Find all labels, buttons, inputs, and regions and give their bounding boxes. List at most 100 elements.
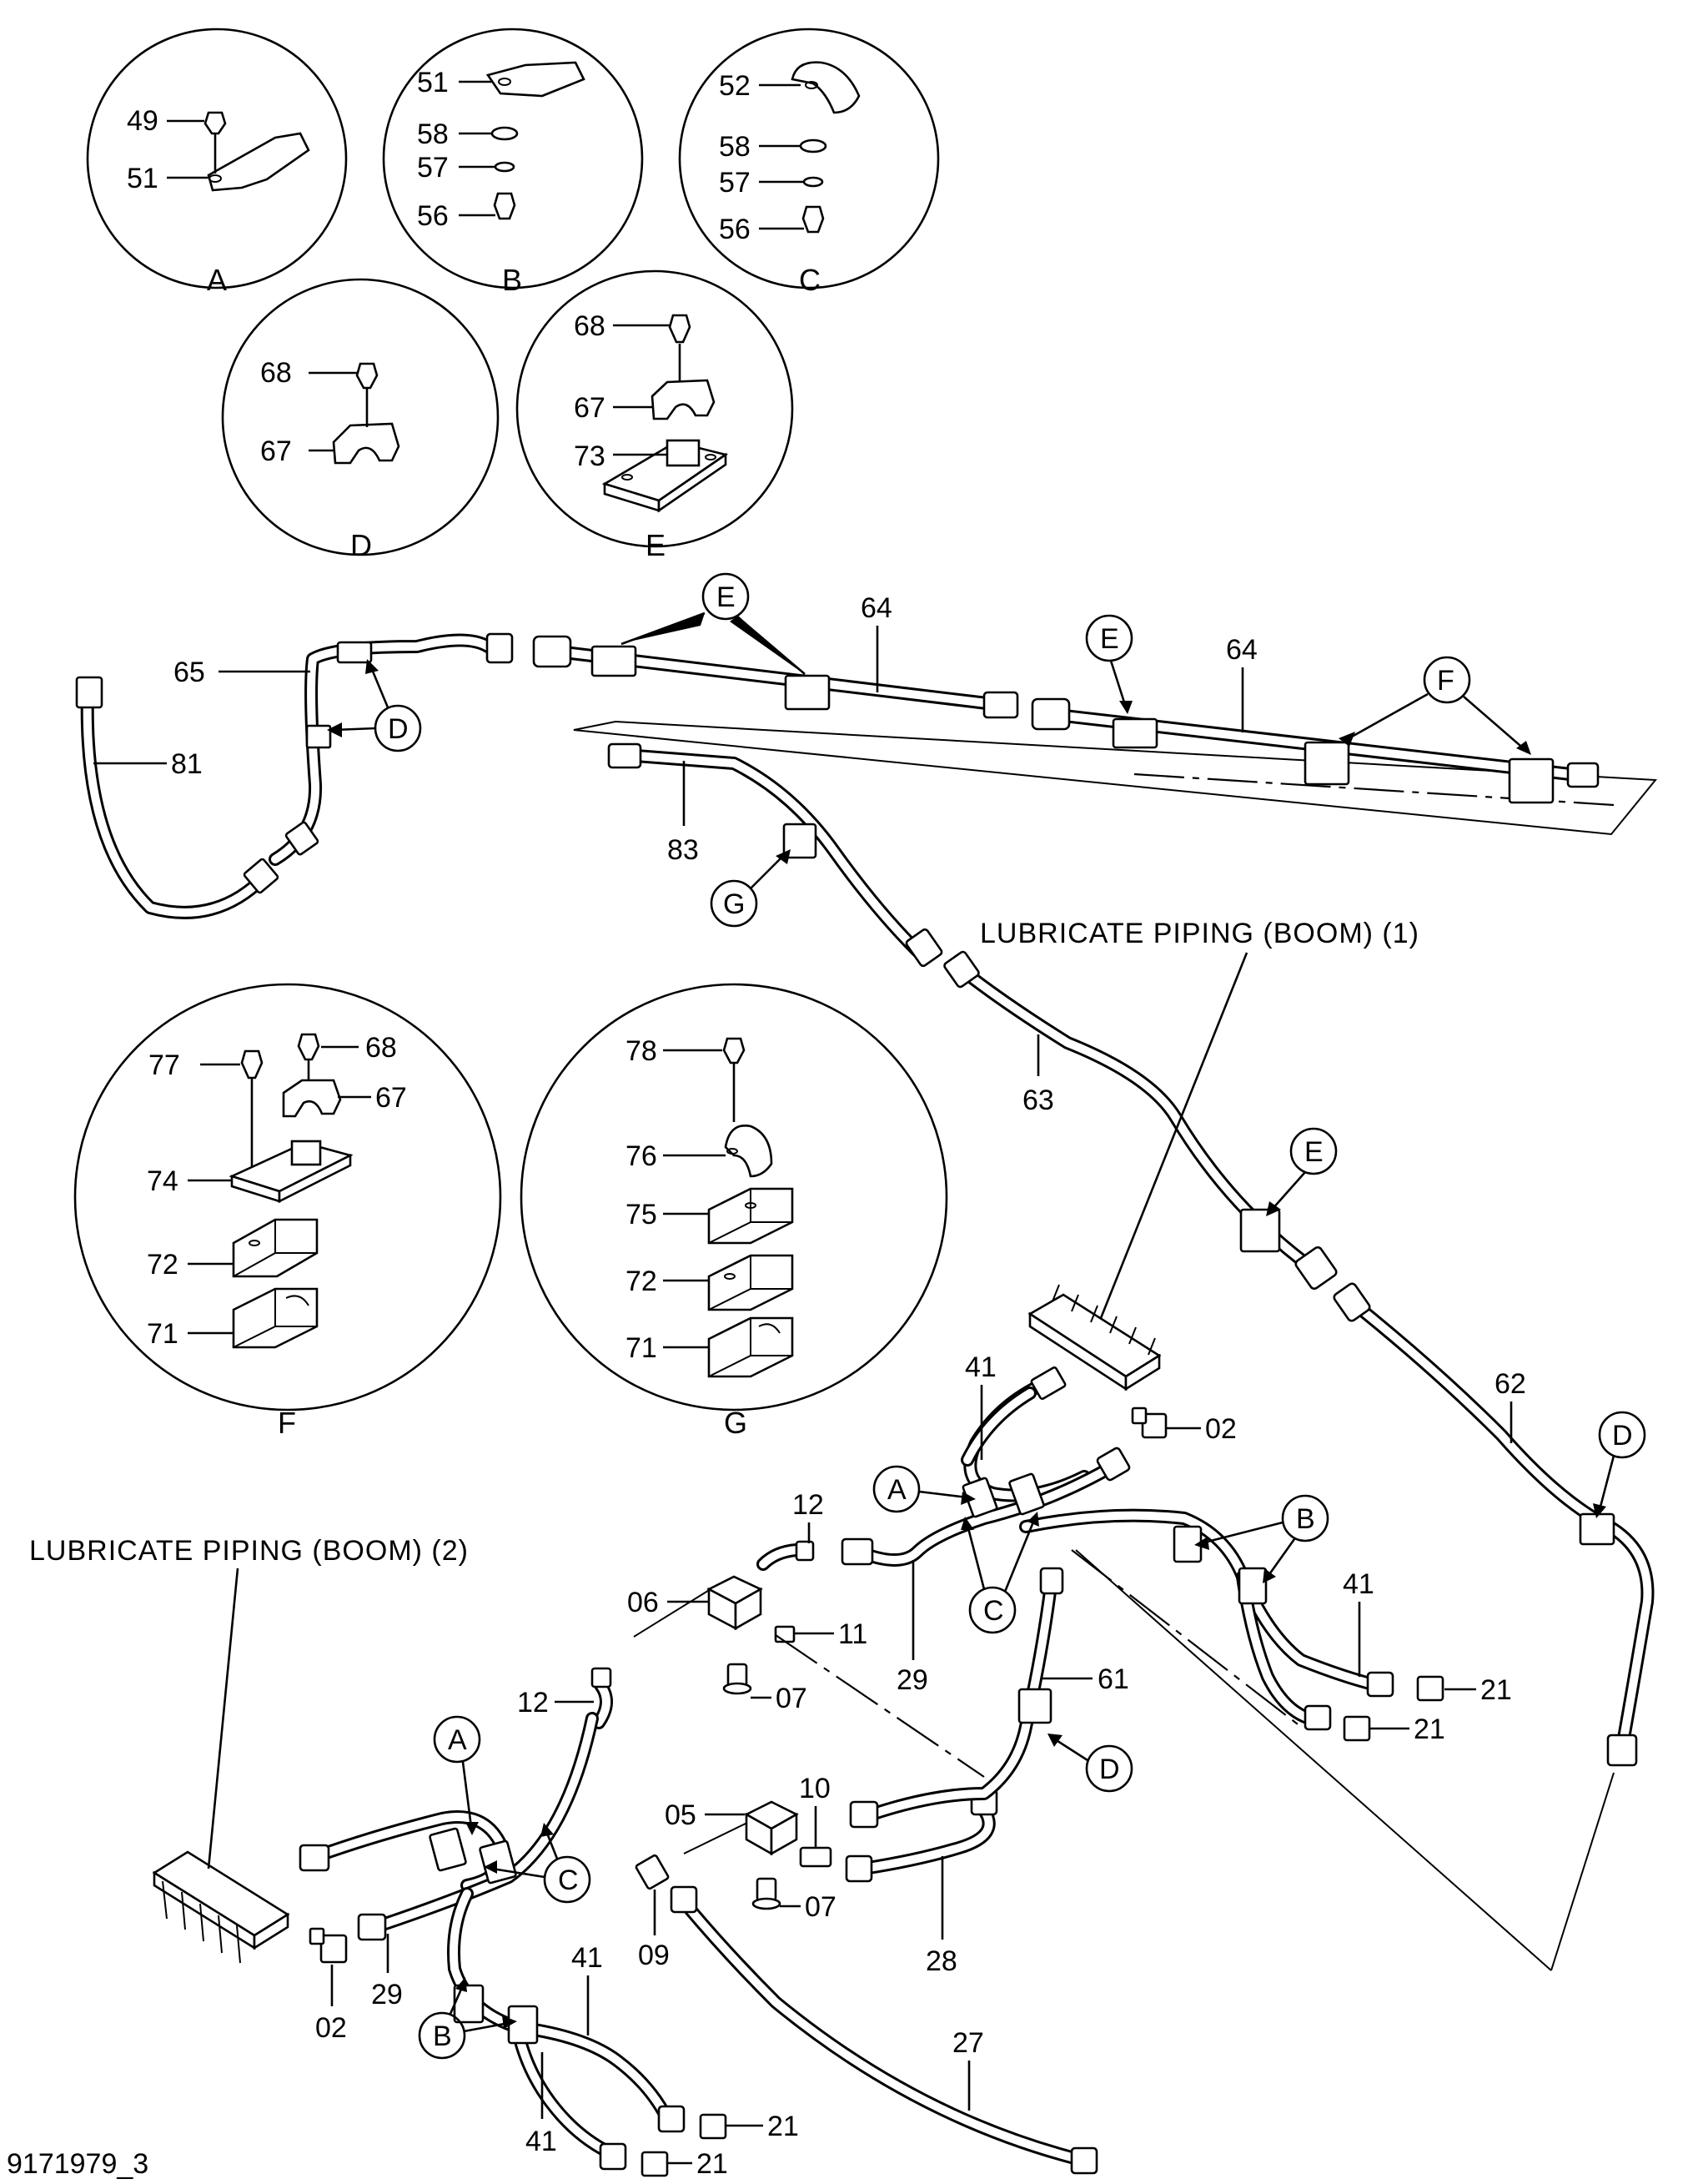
center-junction bbox=[590, 1540, 1302, 1778]
part-label-58: 58 bbox=[719, 131, 751, 163]
part-label-68: 68 bbox=[574, 310, 605, 342]
part-label-21: 21 bbox=[696, 2148, 728, 2180]
part-label-06: 06 bbox=[627, 1587, 659, 1618]
part-label-02: 02 bbox=[315, 2012, 347, 2044]
part-label-61: 61 bbox=[1098, 1663, 1129, 1695]
svg-text:D: D bbox=[1612, 1420, 1634, 1452]
detail-caption-d: D bbox=[350, 528, 372, 562]
callout-g-1: G bbox=[710, 849, 791, 928]
part-label-51: 51 bbox=[417, 67, 449, 98]
callout-b-1: B bbox=[1194, 1494, 1329, 1583]
part-label-07: 07 bbox=[805, 1891, 836, 1923]
svg-text:D: D bbox=[1099, 1754, 1121, 1785]
part-label-57: 57 bbox=[417, 152, 449, 184]
callout-c-1: C bbox=[961, 1512, 1039, 1634]
lower-center-assembly bbox=[635, 1549, 1615, 2175]
part-label-72: 72 bbox=[147, 1249, 178, 1281]
detail-caption-c: C bbox=[799, 263, 821, 297]
part-label-81: 81 bbox=[171, 748, 203, 780]
callout-a-1: A bbox=[872, 1465, 976, 1513]
part-label-75: 75 bbox=[625, 1199, 657, 1230]
part-labels: 64 64 65 81 83 63 62 41 02 12 06 11 bbox=[93, 592, 1526, 2180]
part-label-49: 49 bbox=[127, 105, 158, 137]
detail-view-g: 78 76 75 72 71 G bbox=[520, 983, 948, 1440]
part-label-76: 76 bbox=[625, 1140, 657, 1172]
callout-d-3: D bbox=[1047, 1734, 1133, 1793]
detail-caption-a: A bbox=[207, 263, 227, 297]
detail-view-e: 68 67 73 E bbox=[515, 269, 794, 562]
svg-text:A: A bbox=[887, 1474, 907, 1506]
part-label-65: 65 bbox=[173, 657, 205, 688]
part-label-71: 71 bbox=[147, 1318, 178, 1350]
part-label-72: 72 bbox=[625, 1266, 657, 1297]
part-label-73: 73 bbox=[574, 440, 605, 472]
part-label-28: 28 bbox=[926, 1945, 957, 1977]
part-label-64: 64 bbox=[1226, 634, 1258, 666]
svg-text:B: B bbox=[1296, 1503, 1316, 1535]
part-label-41: 41 bbox=[525, 2126, 557, 2157]
detail-view-d: 68 67 D bbox=[221, 278, 500, 562]
part-label-41: 41 bbox=[965, 1351, 997, 1383]
svg-text:B: B bbox=[433, 2020, 453, 2052]
part-label-68: 68 bbox=[260, 357, 292, 389]
callout-e-2: E bbox=[1085, 614, 1133, 714]
callout-e-1: E bbox=[620, 572, 806, 675]
svg-text:A: A bbox=[448, 1724, 468, 1756]
title-boom2-text: LUBRICATE PIPING (BOOM) (2) bbox=[29, 1535, 469, 1567]
detail-caption-f: F bbox=[278, 1406, 296, 1440]
part-label-67: 67 bbox=[574, 392, 605, 424]
part-label-21: 21 bbox=[1480, 1674, 1512, 1706]
part-label-77: 77 bbox=[148, 1049, 180, 1081]
detail-view-a: 49 51 A bbox=[86, 28, 348, 297]
part-label-10: 10 bbox=[799, 1773, 831, 1804]
part-label-41: 41 bbox=[571, 1942, 603, 1974]
detail-caption-g: G bbox=[724, 1406, 747, 1440]
svg-text:C: C bbox=[983, 1595, 1005, 1627]
part-label-58: 58 bbox=[417, 118, 449, 150]
title-boom1: LUBRICATE PIPING (BOOM) (1) bbox=[980, 918, 1419, 1319]
part-label-62: 62 bbox=[1494, 1368, 1526, 1400]
detail-caption-b: B bbox=[502, 263, 522, 297]
part-label-11: 11 bbox=[838, 1618, 867, 1650]
callout-a-2: A bbox=[433, 1715, 481, 1835]
svg-text:E: E bbox=[1304, 1136, 1324, 1168]
callout-d-1: D bbox=[327, 659, 422, 752]
part-label-74: 74 bbox=[147, 1165, 178, 1197]
part-label-56: 56 bbox=[417, 200, 449, 232]
part-label-29: 29 bbox=[371, 1979, 403, 2010]
part-label-68: 68 bbox=[365, 1032, 397, 1064]
part-label-21: 21 bbox=[767, 2111, 799, 2142]
svg-text:E: E bbox=[1100, 623, 1120, 655]
part-label-07: 07 bbox=[776, 1683, 807, 1714]
part-label-63: 63 bbox=[1022, 1084, 1054, 1116]
callout-e-3: E bbox=[1266, 1127, 1338, 1216]
title-boom1-text: LUBRICATE PIPING (BOOM) (1) bbox=[980, 918, 1419, 949]
detail-view-c: 52 58 57 56 C bbox=[678, 28, 940, 297]
svg-text:G: G bbox=[723, 888, 746, 920]
boom1-assembly bbox=[841, 1284, 1444, 1742]
svg-text:F: F bbox=[1437, 665, 1455, 697]
detail-view-b: 51 58 57 56 B bbox=[382, 28, 644, 297]
svg-text:C: C bbox=[558, 1864, 580, 1896]
callout-b-2: B bbox=[418, 1977, 517, 2060]
svg-text:D: D bbox=[388, 713, 409, 745]
callout-d-2: D bbox=[1593, 1411, 1646, 1518]
part-label-12: 12 bbox=[517, 1687, 549, 1719]
part-label-41: 41 bbox=[1343, 1568, 1374, 1600]
part-label-83: 83 bbox=[667, 834, 699, 866]
part-label-51: 51 bbox=[127, 163, 158, 194]
detail-view-f: 77 68 67 74 72 71 F bbox=[73, 983, 502, 1440]
part-label-71: 71 bbox=[625, 1332, 657, 1364]
part-label-12: 12 bbox=[792, 1489, 824, 1521]
part-label-29: 29 bbox=[897, 1664, 928, 1696]
part-label-78: 78 bbox=[625, 1035, 657, 1067]
part-label-52: 52 bbox=[719, 70, 751, 102]
callout-f-1: F bbox=[1339, 656, 1531, 755]
detail-caption-e: E bbox=[646, 528, 666, 562]
part-label-09: 09 bbox=[638, 1940, 670, 1971]
part-label-64: 64 bbox=[861, 592, 892, 624]
part-label-27: 27 bbox=[952, 2027, 984, 2059]
part-label-56: 56 bbox=[719, 214, 751, 245]
part-label-57: 57 bbox=[719, 167, 751, 199]
